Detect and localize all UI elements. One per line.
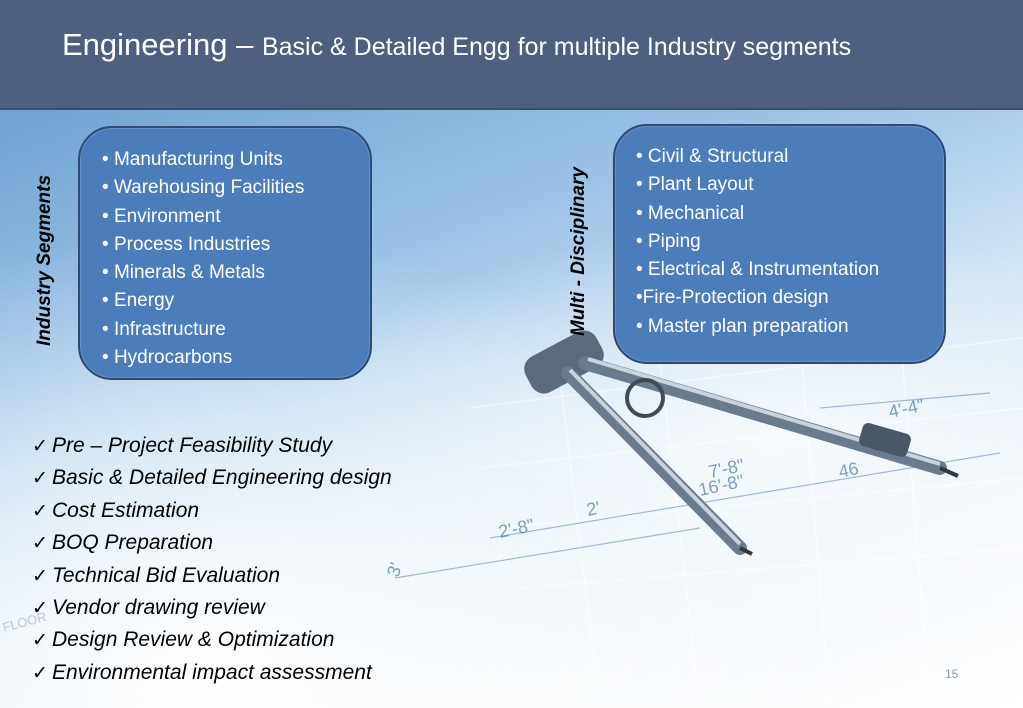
checkmark-icon: ✓ [32, 468, 48, 490]
checkmark-icon: ✓ [32, 662, 48, 684]
list-item: ✓Technical Bid Evaluation [32, 560, 392, 592]
title-separator: – [227, 27, 262, 62]
list-item: ✓Basic & Detailed Engineering design [32, 462, 392, 494]
dimension-label-2: 16'-8" [697, 471, 746, 500]
list-item: • Piping [636, 230, 701, 252]
list-item: ✓Vendor drawing review [32, 592, 392, 624]
industry-segments-label: Industry Segments [34, 174, 55, 346]
list-item: ✓BOQ Preparation [32, 527, 392, 559]
page-number: 15 [945, 667, 959, 681]
list-item: • Environment [102, 205, 221, 227]
multi-disciplinary-list: • Civil & Structural • Plant Layout • Me… [636, 143, 879, 341]
list-item: • Master plan preparation [636, 315, 849, 337]
list-item: • Plant Layout [636, 174, 754, 196]
list-item: ✓Pre – Project Feasibility Study [32, 430, 392, 462]
multi-disciplinary-box: • Civil & Structural • Plant Layout • Me… [613, 124, 946, 364]
list-item: • Civil & Structural [636, 146, 789, 167]
blueprint-compass-image: 4'-4" 7'-8" 16'-8" 46 2'-8" 2' 3' FLOOR [1, 327, 1023, 708]
list-item: • Mechanical [636, 202, 745, 224]
dimension-label-3: 46 [837, 458, 861, 482]
list-item: •Fire-Protection design [636, 287, 829, 309]
industry-segments-list: • Manufacturing Units • Warehousing Faci… [102, 146, 304, 372]
checkmark-icon: ✓ [32, 565, 48, 587]
checkmark-icon: ✓ [32, 436, 48, 457]
list-item: • Infrastructure [102, 318, 226, 340]
services-checklist: ✓Pre – Project Feasibility Study ✓Basic … [32, 430, 392, 689]
list-item: • Warehousing Facilities [102, 177, 305, 199]
dimension-label-6: 3' [383, 560, 406, 579]
list-item: ✓Cost Estimation [32, 495, 392, 527]
list-item: ✓Environmental impact assessment [32, 657, 392, 689]
list-item: ✓Design Review & Optimization [32, 624, 392, 656]
title-main: Engineering [62, 27, 228, 62]
title-subtitle: Basic & Detailed Engg for multiple Indus… [261, 33, 852, 61]
list-item: • Electrical & Instrumentation [636, 259, 880, 281]
checkmark-icon: ✓ [32, 500, 48, 522]
dimension-label-0: 4'-4" [887, 395, 926, 422]
title-bar: Engineering – Basic & Detailed Engg for … [0, 0, 1023, 110]
list-item: • Process Industries [102, 233, 271, 255]
multi-disciplinary-label: Multi - Disciplinary [568, 167, 589, 336]
list-item: • Energy [102, 290, 175, 312]
compass-drawing [524, 330, 959, 556]
checkmark-icon: ✓ [32, 598, 48, 620]
list-item: • Manufacturing Units [102, 149, 283, 170]
checkmark-icon: ✓ [32, 533, 48, 555]
slide-title: Engineering – Basic & Detailed Engg for … [62, 24, 962, 72]
dimension-label-4: 2'-8" [497, 515, 536, 542]
list-item: • Hydrocarbons [102, 347, 233, 369]
dimension-label-5: 2' [585, 498, 602, 520]
checkmark-icon: ✓ [32, 630, 48, 652]
list-item: • Minerals & Metals [102, 262, 265, 284]
industry-segments-box: • Manufacturing Units • Warehousing Faci… [78, 126, 372, 380]
